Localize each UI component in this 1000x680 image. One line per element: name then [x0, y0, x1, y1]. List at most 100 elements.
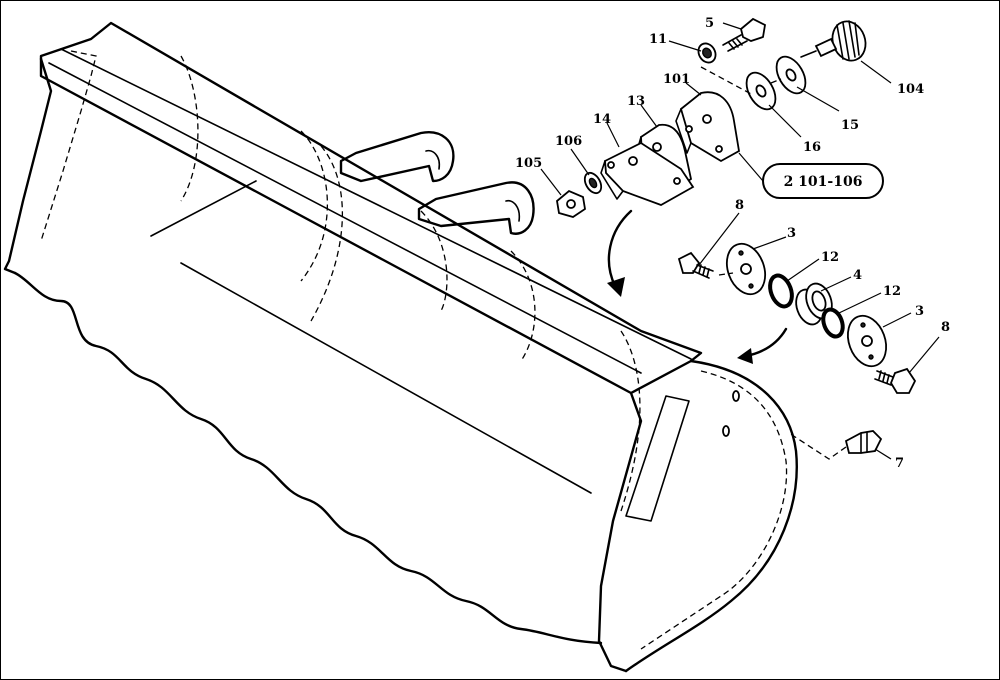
plate-14-bolt-1 [607, 161, 615, 169]
disk-3-right [846, 314, 888, 368]
washer-15 [775, 55, 807, 95]
leader-16 [768, 104, 802, 138]
upper-hook [339, 131, 455, 183]
upper-hook-inner [425, 149, 441, 170]
bucket-left-side [3, 57, 53, 275]
callout-4: 4 [853, 268, 862, 283]
assembly-arrow-top-path [607, 209, 633, 288]
bucket-body [3, 21, 798, 673]
disk-3-left-hole-1 [738, 250, 744, 256]
plate-101-edge [675, 108, 692, 154]
bucket-top-rear-line [60, 48, 692, 360]
bolt-8-left-head [677, 251, 701, 274]
plate-14-body [604, 141, 695, 206]
callout-14: 14 [593, 112, 611, 127]
bucket-back-curve-2 [300, 130, 328, 282]
lower-hook [417, 181, 535, 235]
grease-fitting-7-body [844, 430, 883, 454]
reference-box-leader [738, 152, 764, 182]
leader-7 [874, 448, 892, 460]
bolt-5-thread [728, 38, 743, 50]
callout-104: 104 [897, 82, 924, 97]
bolt-8-left [677, 251, 714, 279]
bucket-floor-line [180, 262, 592, 494]
callout-11: 11 [649, 32, 667, 47]
bucket-cutting-edge [13, 271, 603, 645]
bolt-8-right-head [889, 367, 917, 394]
plate-14-bolt-2 [673, 177, 681, 185]
leader-3-left [752, 236, 787, 250]
mounting-hooks [339, 131, 535, 235]
bucket-top-edge [39, 21, 703, 395]
bucket-back-curve-1 [180, 55, 199, 202]
disk-3-left-hole-2 [748, 283, 754, 289]
plate-101-body [679, 91, 740, 163]
callout-16: 16 [803, 140, 821, 155]
plate-101-hole [702, 114, 712, 124]
plate-13-hole [652, 142, 662, 152]
callout-106: 106 [555, 134, 582, 149]
disk-3-right-center [861, 335, 873, 347]
leader-15 [796, 86, 840, 112]
bucket-top-inner-edge [48, 62, 642, 374]
bolt-8-right-thread [878, 370, 890, 384]
callout-105: 105 [515, 156, 542, 171]
side-reinforcement-plate [625, 395, 690, 522]
disk-3-left-center [740, 263, 752, 275]
bolt-5 [722, 17, 766, 52]
leader-12-left [786, 258, 820, 282]
bucket-right-side-plate [624, 359, 798, 673]
bushing-4-bore [811, 290, 827, 312]
knob-104-knurl [836, 20, 860, 60]
plate-14-edge [600, 160, 624, 200]
disk-3-right-hole-2 [868, 354, 874, 360]
grease-fitting-7-axis [788, 432, 847, 460]
leader-101 [685, 82, 702, 96]
bucket-right-side-front [597, 391, 643, 673]
washer-16-hole [755, 84, 767, 98]
assembly-arrow-lower-path [744, 327, 788, 358]
bucket-inner-shadow [150, 180, 257, 237]
callout-5: 5 [705, 16, 714, 31]
plate-14-hole [628, 156, 638, 166]
callout-8-right: 8 [941, 320, 950, 335]
callout-3-left: 3 [787, 226, 796, 241]
callout-7: 7 [895, 456, 904, 471]
bucket-right-side-hidden [640, 370, 788, 650]
side-grease-hole-1 [732, 390, 740, 402]
disk-3-right-hole-1 [860, 322, 866, 328]
bolt-8-right [874, 367, 917, 394]
ring-12-right-shape [821, 307, 845, 339]
leader-lines [540, 22, 940, 460]
nut-105-hole [566, 199, 576, 209]
grease-fitting-7 [788, 430, 883, 460]
plate-101-bolt-1 [685, 125, 693, 133]
washer-106-hole [588, 177, 598, 189]
bucket-left-hidden-line [40, 50, 97, 242]
leader-13 [640, 104, 658, 128]
leader-11 [668, 40, 702, 52]
leader-14 [606, 122, 620, 148]
plate-101-bolt-2 [715, 145, 723, 153]
callout-12-right: 12 [883, 284, 901, 299]
washer-11 [697, 42, 717, 64]
callout-labels: 5 11 104 101 13 15 16 14 106 105 8 3 12 … [515, 16, 950, 471]
bucket-back-curve-5 [510, 250, 536, 362]
lower-hook-inner [505, 199, 521, 222]
bucket-back-curve-6 [620, 330, 641, 512]
knob-104-shank [800, 50, 817, 58]
bolt-5-head [739, 17, 766, 42]
ring-12-left [768, 273, 794, 309]
knob-104-neck [814, 37, 838, 58]
callout-8-left: 8 [735, 198, 744, 213]
callout-3-right: 3 [915, 304, 924, 319]
ring-12-left-shape [768, 273, 794, 309]
side-grease-hole-2 [722, 425, 730, 437]
leader-4 [820, 276, 852, 292]
disk-3-left [725, 242, 767, 296]
leader-106 [570, 148, 590, 176]
assembly-arrow-top [607, 209, 633, 297]
plate-101 [675, 91, 740, 163]
